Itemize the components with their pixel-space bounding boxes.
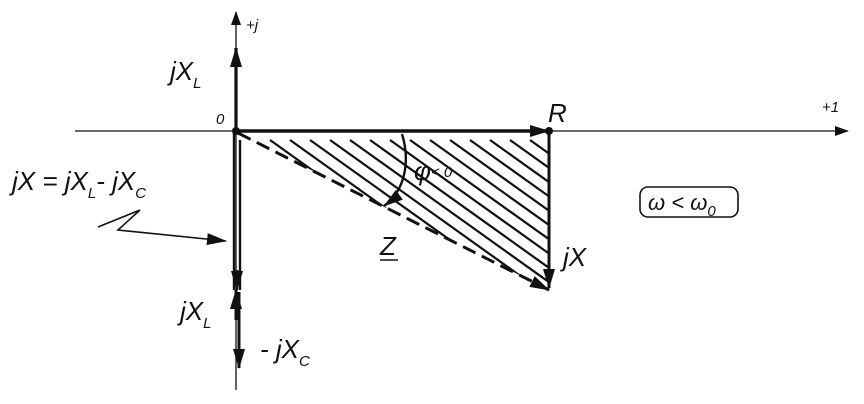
hatch-line (810, 140, 864, 290)
minus-jxc-label: - jXC (260, 334, 310, 370)
hatch-line (469, 139, 549, 290)
hatch-line (509, 139, 549, 290)
r-point (545, 127, 553, 135)
hatch-line (650, 140, 860, 290)
jx-right-label: jX (560, 242, 588, 272)
hatch-line (289, 139, 501, 290)
hatch-line (489, 139, 549, 290)
hatch-line (710, 140, 864, 290)
hatch-line (269, 139, 481, 290)
hatch-line (590, 140, 800, 290)
jxl-bottom-label: jXL (177, 296, 211, 332)
hatch-line (349, 139, 549, 290)
pointer-zigzag (97, 209, 227, 246)
hatch-line (830, 140, 864, 290)
hatch-line (570, 140, 780, 290)
hatch-line (329, 139, 541, 290)
condition-box (639, 186, 739, 218)
jxl-top-label: jXL (167, 56, 201, 92)
hatch-line (790, 140, 864, 290)
hatch-line (429, 139, 549, 290)
jx-sum-label: jX = jXL- jXC (9, 166, 146, 202)
hatch-line (409, 139, 549, 290)
imag-axis-label: +j (246, 17, 259, 34)
origin-point (232, 127, 240, 135)
z-label: Z (379, 231, 397, 261)
hatch-line (449, 139, 549, 290)
condition-label: ω < ω0 (648, 190, 716, 220)
phi-label: φ< 0 (414, 156, 453, 186)
origin-label: 0 (216, 111, 225, 128)
r-label: R (548, 98, 567, 128)
hatch-line (690, 140, 864, 290)
hatch-line (730, 140, 864, 290)
phi-arc (383, 133, 407, 207)
hatch-line (389, 139, 549, 290)
real-axis-label: +1 (822, 99, 839, 116)
hatch-line (770, 140, 864, 290)
impedance-triangle-hatching (249, 139, 864, 290)
hatch-line (750, 140, 864, 290)
hatch-line (670, 140, 864, 290)
z-vector-dashed (237, 131, 550, 292)
